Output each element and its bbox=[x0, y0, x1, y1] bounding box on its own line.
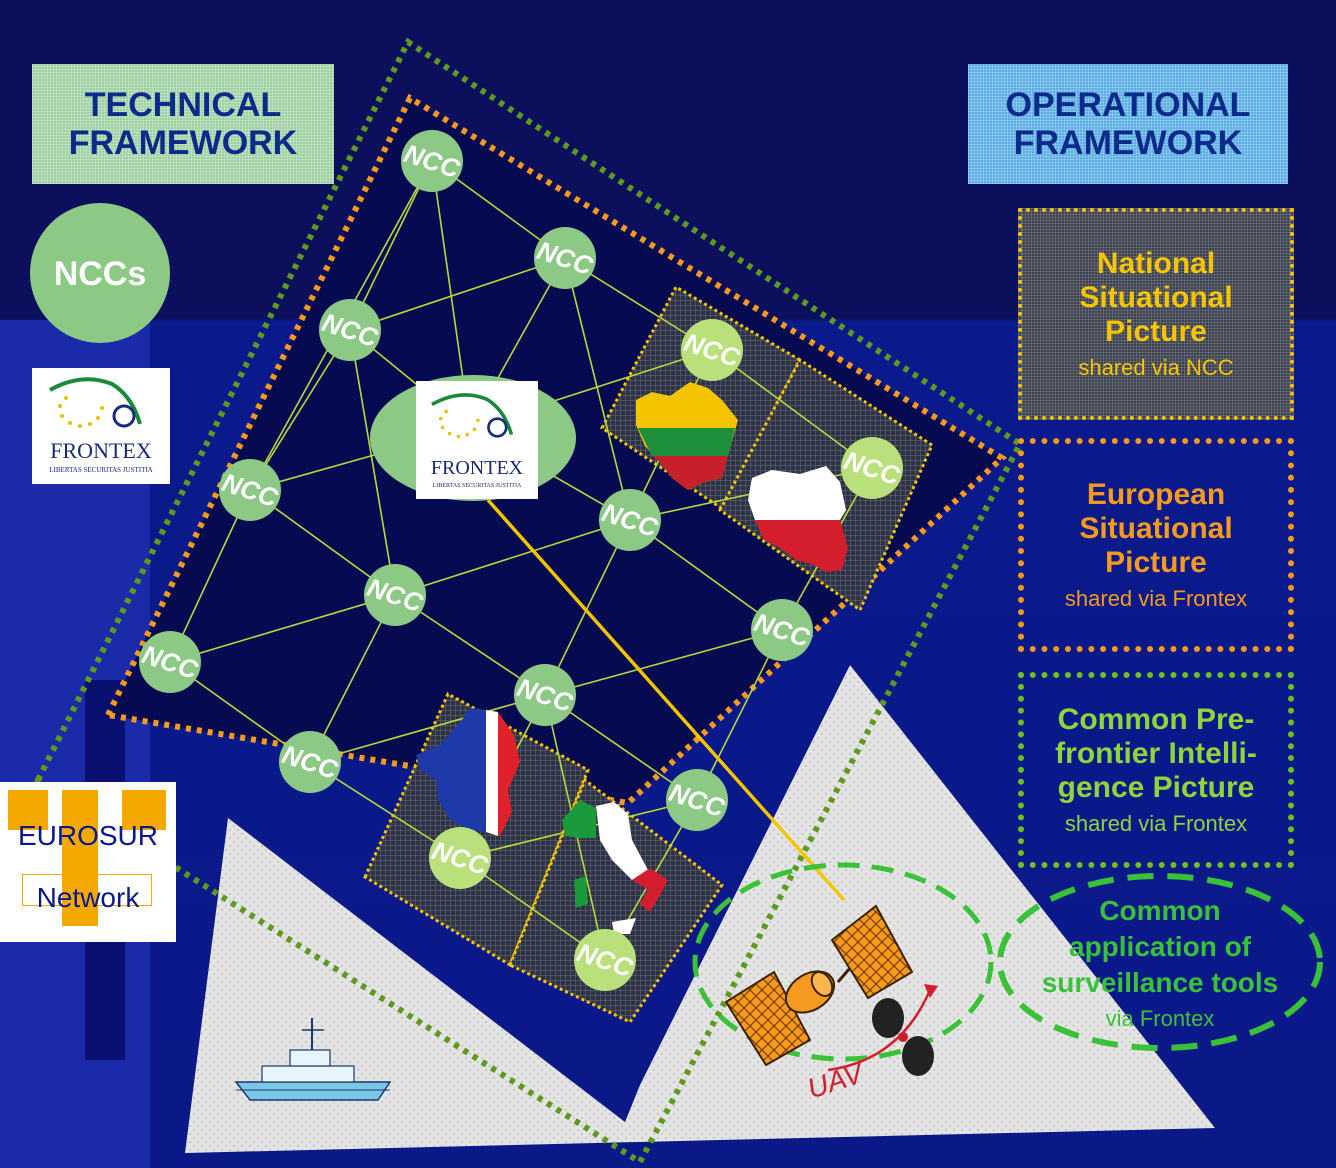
ncc-nodes: NCC NCC NCC NCC NCC NCC NCC NCC NCC NCC … bbox=[139, 130, 905, 991]
legend-european-subtitle: shared via Frontex bbox=[1064, 586, 1248, 611]
eurosur-logo: EUROSUR Network bbox=[0, 782, 176, 942]
italy-flag-map bbox=[562, 800, 668, 934]
ship-icon bbox=[234, 1018, 392, 1101]
nccs-label: NCCs bbox=[54, 255, 147, 293]
uav-icon bbox=[827, 984, 938, 1076]
ncc-node[interactable]: NCC bbox=[401, 130, 465, 192]
operational-framework-header: OPERATIONAL FRAMEWORK bbox=[968, 64, 1288, 184]
ncc-node[interactable]: NCC bbox=[574, 929, 638, 991]
legend-common: Common Pre- frontier Intelli- gence Pict… bbox=[1018, 672, 1294, 868]
frontex-logo-name: FRONTEX bbox=[50, 438, 152, 463]
legend-national-title-3: Picture bbox=[1105, 315, 1207, 348]
frontex-logo-motto: LIBERTAS SECURITAS JUSTITIA bbox=[49, 466, 153, 474]
legend-national-title-1: National bbox=[1096, 247, 1216, 280]
frontex-hub-name: FRONTEX bbox=[430, 457, 524, 479]
technical-framework-header: TECHNICAL FRAMEWORK bbox=[32, 64, 334, 184]
ncc-node[interactable]: NCC bbox=[666, 769, 730, 831]
lithuania-flag-map bbox=[636, 382, 738, 490]
frontex-hub-logo: FRONTEX LIBERTAS SECURITAS JUSTITIA bbox=[416, 381, 538, 499]
satellite-icon bbox=[724, 904, 914, 1067]
ncc-node[interactable]: NCC bbox=[219, 459, 283, 521]
nccs-circle bbox=[30, 203, 170, 343]
svg-text:application of: application of bbox=[1069, 931, 1252, 962]
eurosur-label: EUROSUR bbox=[17, 820, 158, 851]
ncc-node[interactable]: NCC bbox=[514, 664, 578, 726]
surveillance-text: Common application of surveillance tools… bbox=[1042, 895, 1279, 1031]
frontex-emblem-icon bbox=[431, 393, 514, 439]
operational-line-2: FRAMEWORK bbox=[1013, 124, 1243, 162]
svg-text:surveillance tools: surveillance tools bbox=[1042, 967, 1279, 998]
ncc-node[interactable]: NCC bbox=[599, 489, 663, 551]
ncc-node[interactable]: NCC bbox=[319, 299, 383, 361]
panel-italy bbox=[508, 777, 725, 1024]
ncc-node[interactable]: NCC bbox=[534, 227, 598, 289]
frontex-logo: FRONTEX LIBERTAS SECURITAS JUSTITIA bbox=[32, 368, 170, 484]
legend-common-subtitle: shared via Frontex bbox=[1064, 811, 1248, 836]
network-label: Network bbox=[36, 882, 140, 913]
green-frame bbox=[34, 37, 1024, 1167]
technical-line-1: TECHNICAL bbox=[84, 86, 282, 124]
frontex-uav-link bbox=[486, 498, 846, 902]
legend-european-title-3: Picture bbox=[1105, 546, 1207, 579]
legend-european: European Situational Picture shared via … bbox=[1018, 438, 1294, 652]
orange-frame bbox=[103, 93, 1007, 807]
legend-european-title-1: European bbox=[1086, 478, 1226, 511]
ncc-node[interactable]: NCC bbox=[751, 599, 815, 661]
legend-national-subtitle: shared via NCC bbox=[1078, 355, 1234, 380]
ncc-node[interactable]: NCC bbox=[139, 631, 203, 693]
poland-flag-map bbox=[748, 466, 848, 572]
svg-text:via Frontex: via Frontex bbox=[1106, 1006, 1215, 1031]
legend-common-title-3: gence Picture bbox=[1057, 771, 1255, 804]
ncc-node[interactable]: NCC bbox=[364, 564, 428, 626]
uav-ellipse bbox=[692, 862, 994, 1062]
legend-common-title-2: frontier Intelli- bbox=[1055, 737, 1257, 770]
legend-european-title-2: Situational bbox=[1079, 512, 1233, 545]
france-flag-map bbox=[416, 708, 520, 836]
svg-text:Common: Common bbox=[1099, 895, 1220, 926]
frontex-hub-motto: LIBERTAS SECURITAS JUSTITIA bbox=[432, 483, 522, 489]
legend-common-title-1: Common Pre- bbox=[1057, 703, 1255, 736]
legend-national: National Situational Picture shared via … bbox=[1018, 208, 1294, 420]
frontex-emblem-icon bbox=[49, 377, 142, 428]
technical-line-2: FRAMEWORK bbox=[68, 124, 298, 162]
operational-line-1: OPERATIONAL bbox=[1005, 86, 1251, 124]
ncc-node[interactable]: NCC bbox=[841, 437, 905, 499]
ncc-node[interactable]: NCC bbox=[681, 319, 745, 381]
ncc-node[interactable]: NCC bbox=[279, 731, 343, 793]
surveillance-ellipse bbox=[997, 873, 1323, 1051]
legend-national-title-2: Situational bbox=[1079, 281, 1233, 314]
sea-area bbox=[185, 665, 1215, 1153]
ncc-node[interactable]: NCC bbox=[429, 827, 493, 889]
